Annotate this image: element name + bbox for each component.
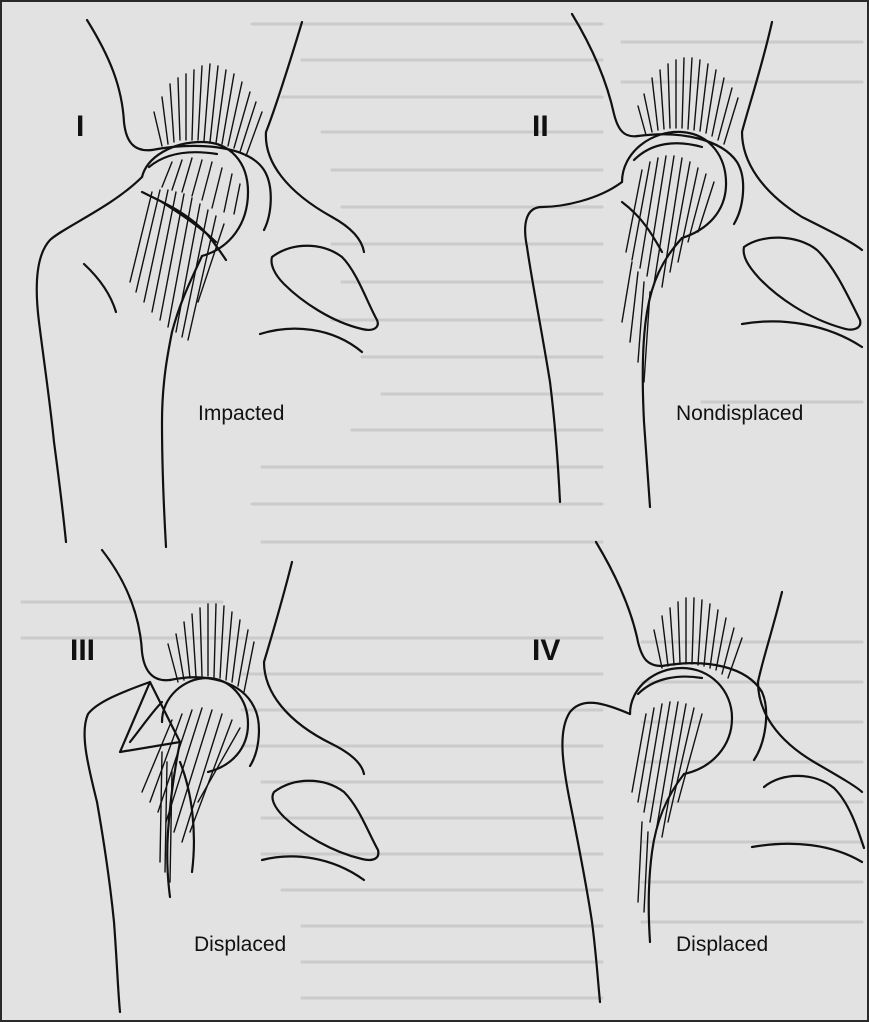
panel-2-numeral: II — [532, 110, 549, 144]
panel-1-caption: Impacted — [198, 402, 284, 426]
panel-4-caption: Displaced — [676, 933, 768, 957]
panel-3-numeral: III — [70, 634, 95, 668]
panel-1-numeral: I — [76, 110, 84, 144]
panel-2-caption: Nondisplaced — [676, 402, 803, 426]
panel-3-caption: Displaced — [194, 933, 286, 957]
panel-4-numeral: IV — [532, 634, 560, 668]
